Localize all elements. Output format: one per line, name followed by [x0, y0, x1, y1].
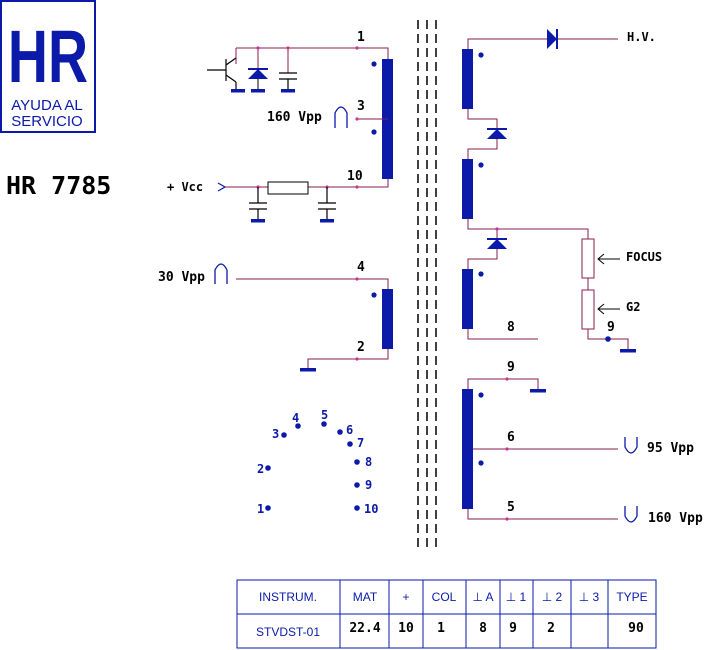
- secondary-coil: [462, 389, 473, 509]
- aux-pin2-label: 2: [357, 340, 365, 355]
- aux-pulse-waveform-icon: [214, 263, 228, 284]
- transformer-core: [417, 20, 437, 548]
- aux-pin4-label: 4: [357, 260, 365, 275]
- primary-winding: 1 3 10 160 Vpp + Vcc: [167, 30, 393, 195]
- table-cell-type: 90: [628, 621, 644, 636]
- pinout-pin-6: [337, 429, 343, 435]
- hv-pin9-label: 9: [607, 320, 615, 335]
- pinout-pin-2: [265, 465, 271, 471]
- table-header-ground-3: ⊥ 3: [579, 590, 600, 604]
- hv-coil-2: [462, 159, 473, 219]
- pinout-pin-3: [281, 432, 287, 438]
- table-header-instrum: INSTRUM.: [259, 590, 317, 604]
- primary-tap-polarity-dot: [371, 129, 377, 135]
- focus-label: FOCUS: [626, 250, 662, 264]
- table-header-ground-2: ⊥ 2: [542, 590, 563, 604]
- aux-ground-icon: [300, 368, 316, 372]
- brand-logo: HR AYUDA AL SERVICIO: [0, 0, 96, 133]
- secondary-winding: 9 6 5 95 Vpp 160 Vpp: [462, 360, 703, 526]
- secondary-ground-icon: [530, 389, 546, 393]
- table-header-plus: +: [402, 590, 409, 604]
- pinout-pin-4: [295, 423, 301, 429]
- table-cell-instrum: STVDST-01: [256, 625, 320, 639]
- ground-icon: [231, 89, 245, 93]
- hv-section: H.V. FOCUS G2 8 9: [462, 29, 662, 353]
- pinout-diagram: 1 2 3 4 5 6 7 8 9 10: [257, 408, 378, 516]
- pinout-pin-7: [347, 441, 353, 447]
- hv-diode-2-icon: [487, 238, 507, 249]
- vcc-resistor: [267, 181, 309, 195]
- tuning-capacitor-icon: [279, 72, 297, 93]
- pinout-label-4: 4: [292, 411, 299, 425]
- pinout-pin-1: [265, 505, 271, 511]
- logo-line1: AYUDA AL: [11, 97, 82, 114]
- switching-transistor-icon: [207, 57, 237, 90]
- table-header-ground-1: ⊥ 1: [506, 590, 527, 604]
- table-header-type: TYPE: [616, 590, 647, 604]
- focus-potentiometer: [581, 238, 595, 279]
- table-header-col: COL: [432, 590, 457, 604]
- hv-output-diode-icon: [547, 29, 558, 49]
- hv-label: H.V.: [627, 30, 656, 44]
- table-header-mat: MAT: [353, 590, 378, 604]
- hv-diode-1-icon: [487, 128, 507, 139]
- pinout-pin-5: [321, 421, 327, 427]
- out5-waveform-icon: [624, 506, 638, 523]
- vcc-arrow-icon: [217, 182, 227, 192]
- primary-pin1-label: 1: [357, 30, 365, 45]
- damper-diode-icon: [248, 68, 268, 93]
- spec-table: INSTRUM. MAT + COL ⊥ A ⊥ 1 ⊥ 2 ⊥ 3 TYPE …: [236, 579, 657, 649]
- aux-pulse-label: 30 Vpp: [158, 270, 205, 285]
- pinout-label-1: 1: [257, 502, 264, 516]
- pinout-label-8: 8: [365, 455, 372, 469]
- sec-pin9-label: 9: [507, 360, 515, 375]
- aux-winding: 4 2 30 Vpp: [158, 260, 393, 372]
- logo-mark: HR: [8, 15, 88, 98]
- aux-coil: [382, 289, 393, 349]
- pinout-pin-10: [354, 505, 360, 511]
- table-cell-ground-1: 9: [509, 621, 517, 636]
- pinout-label-7: 7: [357, 436, 364, 450]
- pinout-label-9: 9: [365, 478, 372, 492]
- logo-line2: SERVICIO: [11, 113, 82, 130]
- out6-waveform-icon: [624, 437, 638, 454]
- aux-polarity-dot: [371, 292, 377, 298]
- pinout-label-2: 2: [257, 462, 264, 476]
- filter-capacitor-icon: [249, 187, 267, 223]
- pinout-pin-8: [354, 459, 360, 465]
- table-cell-ground-a: 8: [479, 621, 487, 636]
- primary-pin3-label: 3: [357, 99, 365, 114]
- pinout-label-5: 5: [321, 408, 328, 422]
- table-cell-plus: 10: [398, 621, 414, 636]
- hv-coil-3: [462, 269, 473, 329]
- decoupling-capacitor-icon: [318, 187, 336, 223]
- sec-pin6-label: 6: [507, 430, 515, 445]
- hv-coil-1: [462, 49, 473, 109]
- table-cell-col: 1: [437, 621, 445, 636]
- g2-label: G2: [626, 300, 640, 314]
- sec-pin5-label: 5: [507, 500, 515, 515]
- vcc-label: + Vcc: [167, 180, 203, 194]
- pinout-label-10: 10: [364, 502, 378, 516]
- g2-ground-icon: [620, 349, 636, 353]
- table-cell-ground-2: 2: [547, 621, 555, 636]
- model-number: HR 7785: [6, 171, 111, 200]
- out5-label: 160 Vpp: [648, 511, 703, 526]
- primary-pin10-label: 10: [347, 169, 363, 184]
- pulse-waveform-icon: [334, 106, 348, 128]
- primary-pulse-label: 160 Vpp: [267, 110, 322, 125]
- pinout-label-3: 3: [272, 427, 279, 441]
- primary-polarity-dot: [371, 61, 377, 67]
- table-cell-mat: 22.4: [349, 621, 380, 636]
- table-header-ground-a: ⊥ A: [472, 590, 493, 604]
- g2-potentiometer: [581, 289, 595, 330]
- out6-label: 95 Vpp: [647, 441, 694, 456]
- pinout-label-6: 6: [346, 423, 353, 437]
- hv-pin8-label: 8: [507, 320, 515, 335]
- pinout-pin-9: [354, 482, 360, 488]
